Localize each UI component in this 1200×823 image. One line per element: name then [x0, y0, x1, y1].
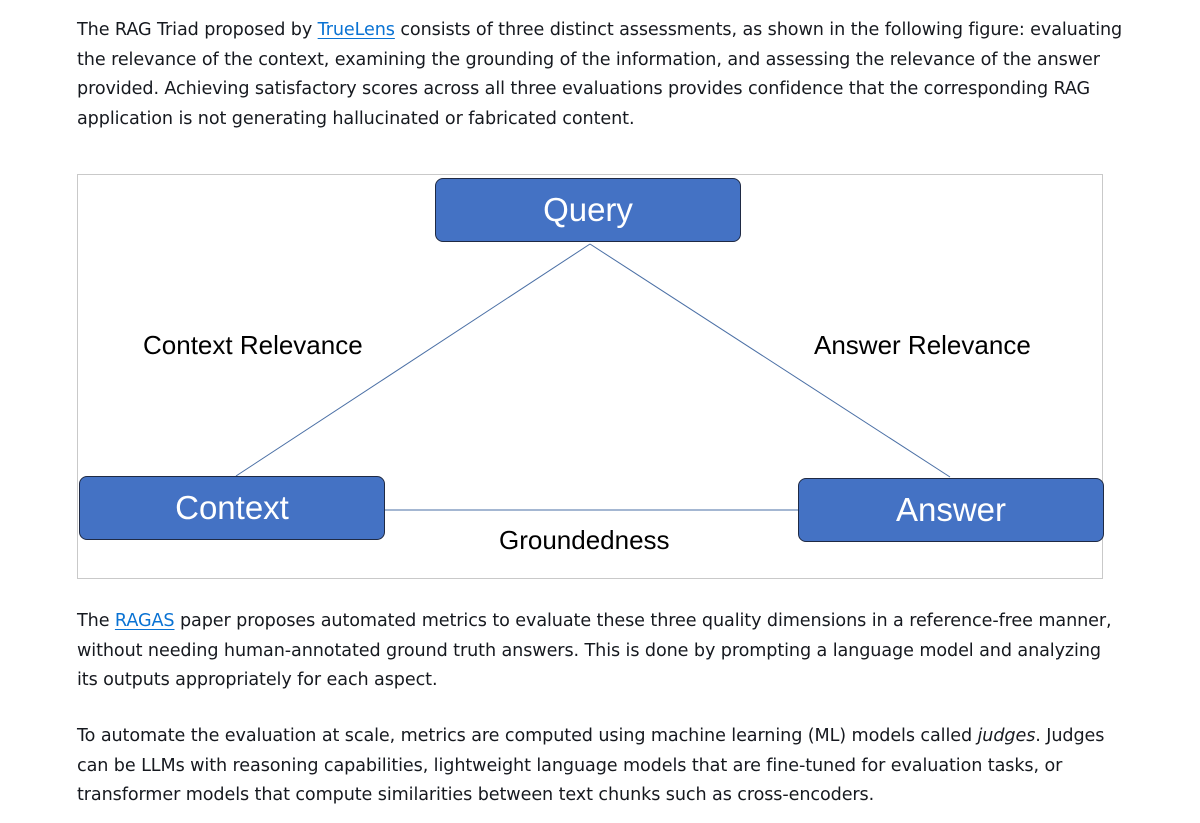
ragas-text-start: The — [77, 611, 115, 631]
context-node: Context — [79, 476, 385, 540]
answer-relevance-label: Answer Relevance — [814, 330, 1031, 360]
rag-triad-diagram: Query Context Answer Context Relevance A… — [77, 174, 1104, 579]
ragas-link[interactable]: RAGAS — [114, 611, 175, 631]
triad-edges — [235, 243, 951, 511]
intro-text-end: consists of three distinct assessments, … — [77, 20, 1123, 129]
judges-text-end: . Judges can be LLMs with reasoning capa… — [77, 726, 1105, 805]
query-node: Query — [435, 178, 741, 242]
ragas-text-end: paper proposes automated metrics to eval… — [77, 611, 1112, 690]
answer-node: Answer — [798, 478, 1104, 542]
groundedness-label: Groundedness — [499, 525, 670, 555]
truelens-link[interactable]: TrueLens — [317, 20, 395, 40]
judges-term: judges — [977, 726, 1036, 746]
edge-context-relevance — [235, 243, 591, 477]
judges-text-start: To automate the evaluation at scale, met… — [77, 726, 978, 746]
context-relevance-label: Context Relevance — [143, 330, 363, 360]
judges-paragraph: To automate the evaluation at scale, met… — [77, 722, 1127, 811]
intro-paragraph: The RAG Triad proposed by TrueLens consi… — [77, 16, 1127, 134]
ragas-paragraph: The RAGAS paper proposes automated metri… — [77, 607, 1127, 696]
intro-text-start: The RAG Triad proposed by — [77, 20, 318, 40]
edge-answer-relevance — [589, 243, 951, 478]
